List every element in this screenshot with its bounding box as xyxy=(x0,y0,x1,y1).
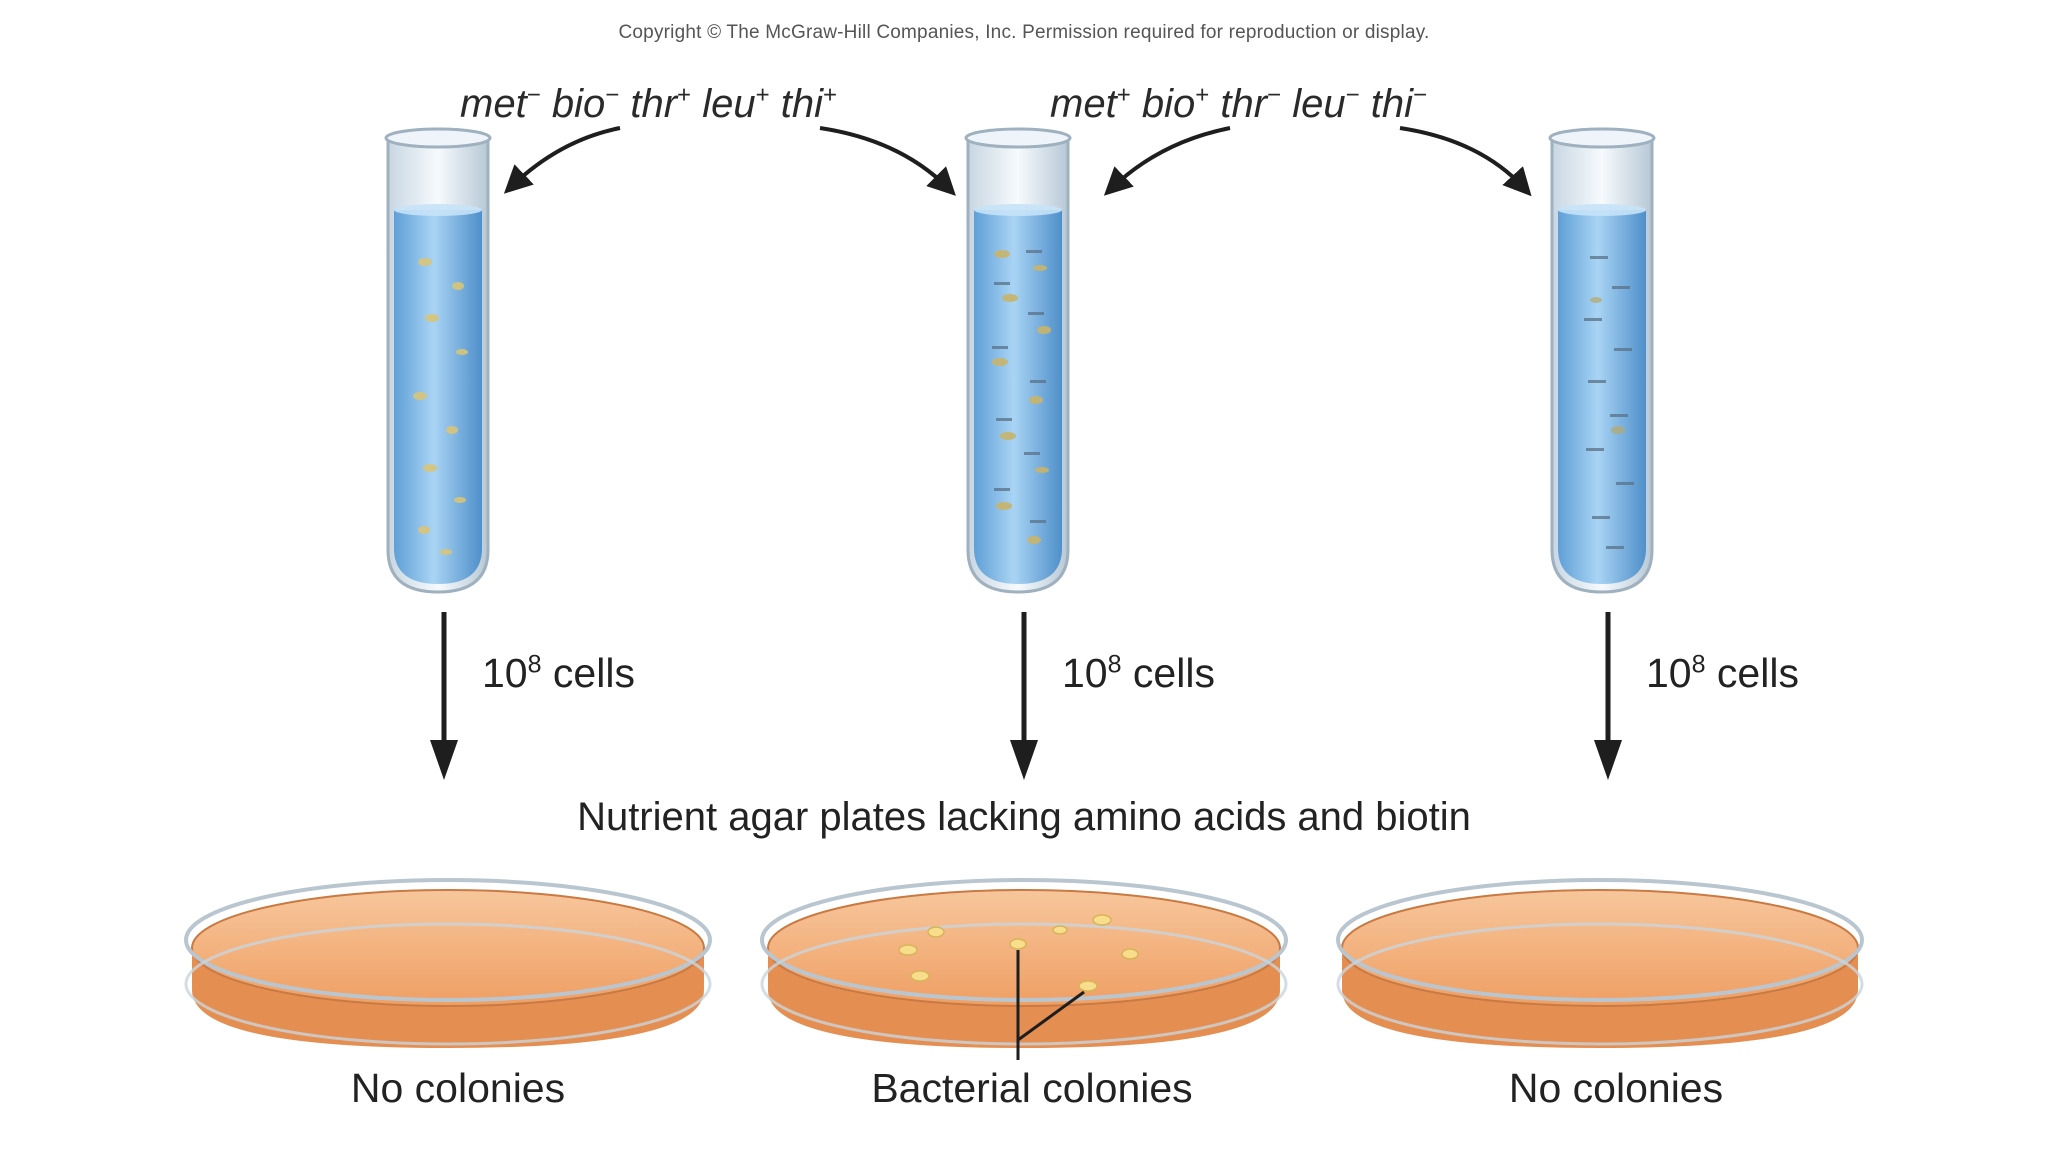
result-label-1: No colonies xyxy=(350,1065,566,1111)
colony-pointer-lines xyxy=(1016,950,1085,1060)
down-arrow-2 xyxy=(1010,612,1038,780)
gene-bio: bio− xyxy=(551,82,620,127)
gene-bio: bio+ xyxy=(1141,82,1210,127)
gene-thi: thi− xyxy=(1370,82,1427,127)
copyright-notice: Copyright © The McGraw-Hill Companies, I… xyxy=(618,22,1430,43)
curved-arrow-strain2-to-tube2 xyxy=(1103,126,1231,196)
curved-arrow-strain1-to-tube1 xyxy=(503,126,621,194)
cell-count-label-2: 108 cells xyxy=(1062,650,1215,696)
result-label-2: Bacterial colonies xyxy=(871,1065,1193,1111)
bacterial-colonies xyxy=(898,914,1139,992)
genotype-label-strain-2: met+ bio+ thr− leu− thi− xyxy=(1050,82,1427,127)
gene-thr: thr− xyxy=(1220,82,1282,127)
test-tube-3 xyxy=(1548,127,1656,594)
gene-leu: leu− xyxy=(1292,82,1360,127)
medium-label: Nutrient agar plates lacking amino acids… xyxy=(577,795,1471,839)
petri-dish-1 xyxy=(184,878,712,1048)
gene-met: met+ xyxy=(1050,82,1131,127)
result-label-3: No colonies xyxy=(1508,1065,1724,1111)
down-arrow-3 xyxy=(1594,612,1622,780)
genotype-label-strain-1: met− bio− thr+ leu+ thi+ xyxy=(460,82,837,127)
gene-thr: thr+ xyxy=(630,82,692,127)
down-arrow-1 xyxy=(430,612,458,780)
petri-dish-3 xyxy=(1336,878,1864,1048)
cell-count-label-3: 108 cells xyxy=(1646,650,1799,696)
cell-count-label-1: 108 cells xyxy=(482,650,635,696)
curved-arrow-strain1-to-tube2 xyxy=(819,126,956,196)
test-tube-1 xyxy=(384,127,492,594)
curved-arrow-strain2-to-tube3 xyxy=(1399,126,1532,197)
test-tube-2 xyxy=(964,127,1072,594)
gene-leu: leu+ xyxy=(702,82,770,127)
gene-met: met− xyxy=(460,82,541,127)
gene-thi: thi+ xyxy=(780,82,837,127)
petri-dish-2 xyxy=(760,878,1288,1048)
